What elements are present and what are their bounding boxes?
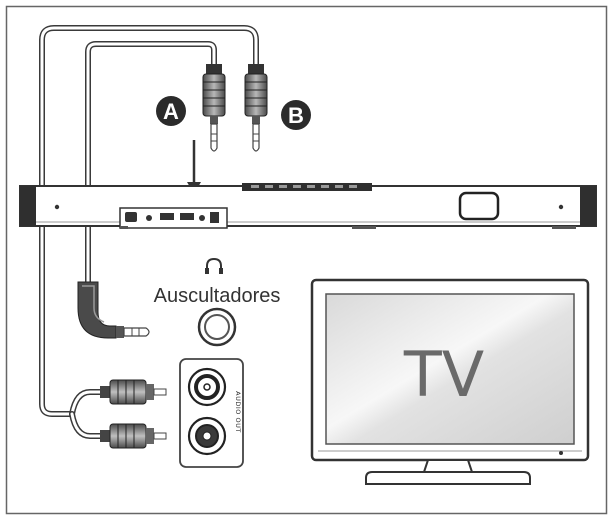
plug-a xyxy=(202,64,226,152)
audio-out-jack-bottom xyxy=(187,416,227,456)
headphones-icon xyxy=(205,257,223,274)
audio-out-panel: AUDIO OUT xyxy=(179,358,244,468)
plug-b xyxy=(244,64,268,152)
headphone-jack xyxy=(197,307,237,347)
audio-out-jack-top xyxy=(187,367,227,407)
rca-branch-top xyxy=(70,390,102,416)
badge-a: A xyxy=(156,96,186,126)
cable-b xyxy=(40,26,258,416)
rca-plug-top xyxy=(100,379,167,405)
soundbar-right-cap xyxy=(580,186,596,226)
tv: TV xyxy=(310,278,590,485)
soundbar-display xyxy=(458,191,500,221)
rca-plug-bottom xyxy=(100,423,167,449)
tv-stand-neck xyxy=(422,459,474,473)
tv-stand-base xyxy=(365,471,531,485)
tv-screen xyxy=(325,293,575,445)
soundbar-left-cap xyxy=(20,186,36,226)
badge-b-text: B xyxy=(288,103,304,128)
cable-a xyxy=(86,42,216,284)
badge-b: B xyxy=(281,100,311,130)
headphones-label: Auscultadores xyxy=(154,285,281,307)
headphone-plug xyxy=(77,281,150,339)
tv-label: TV xyxy=(403,338,484,411)
rca-branch-bottom xyxy=(70,412,102,438)
badge-a-text: A xyxy=(163,99,179,124)
soundbar xyxy=(19,183,597,229)
audio-out-label: AUDIO OUT xyxy=(234,391,242,433)
